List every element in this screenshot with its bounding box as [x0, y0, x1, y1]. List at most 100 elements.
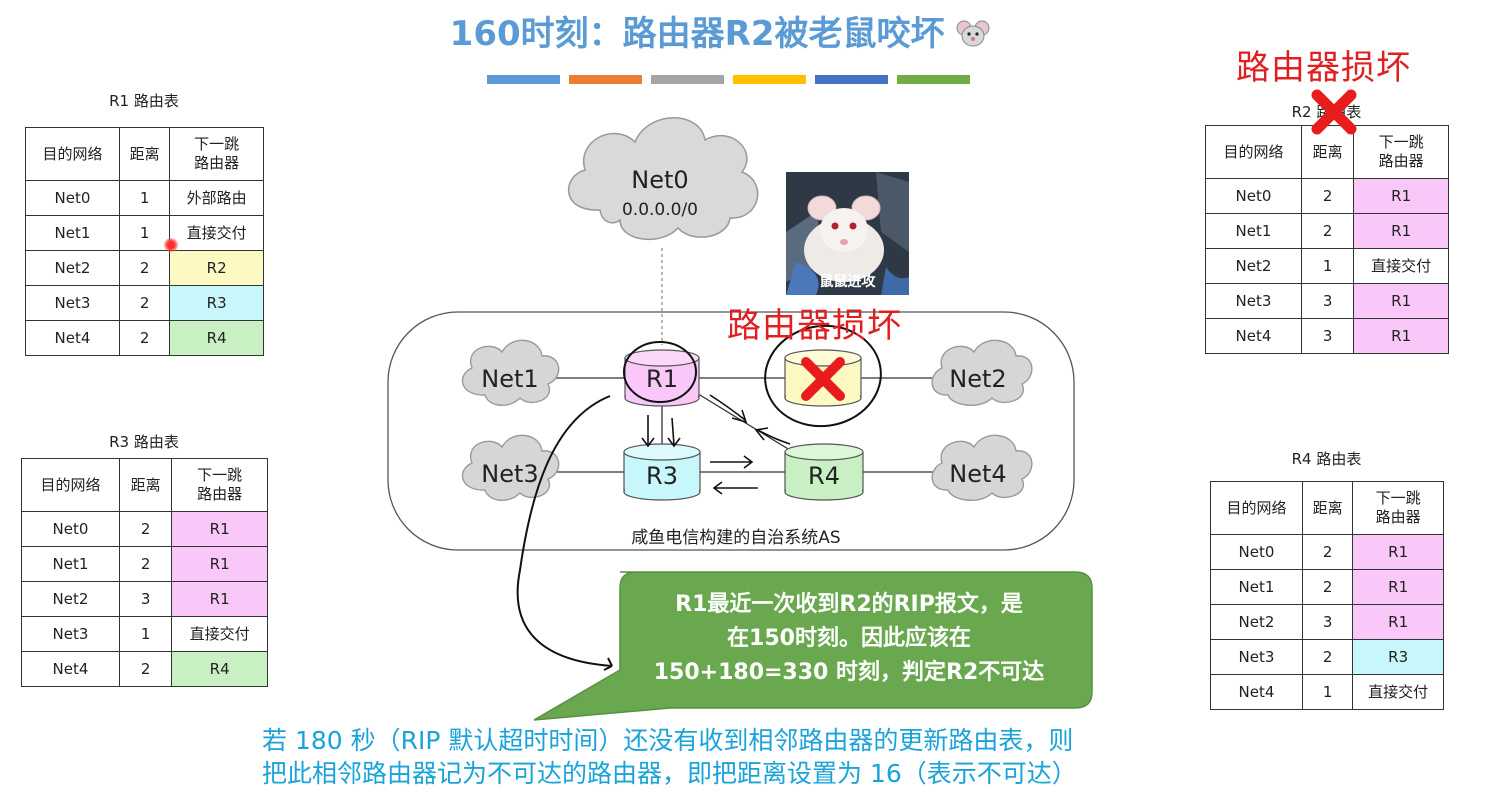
cell-dest: Net4 [1210, 674, 1303, 710]
bubble-line-2: 在150时刻。因此应该在 [727, 626, 971, 651]
cell-dest: Net3 [1210, 639, 1303, 675]
header-dest: 目的网络 [25, 127, 120, 181]
curve-to-bubble [516, 395, 613, 667]
net2-label: Net2 [949, 365, 1007, 393]
cell-dest: Net0 [1205, 178, 1302, 214]
bottom-note-line-2: 把此相邻路由器记为不可达的路由器，即把距离设置为 16（表示不可达） [262, 759, 1077, 788]
cell-dest: Net0 [21, 511, 120, 547]
r2-circle-annotation [764, 324, 882, 428]
bubble-line-1: R1最近一次收到R2的RIP报文，是 [675, 592, 1023, 617]
arrow-r3-r4 [710, 455, 754, 469]
cell-dest: Net1 [21, 546, 120, 582]
cell-dest: Net2 [21, 581, 120, 617]
cell-next: 直接交付 [1352, 674, 1444, 710]
cell-next: R1 [171, 546, 268, 582]
header-next-hop-line-2: 路由器 [1378, 152, 1424, 170]
cell-dist: 3 [118, 581, 173, 617]
cell-dist: 2 [118, 546, 173, 582]
cell-dest: Net3 [25, 285, 120, 321]
net0-label: Net0 [631, 166, 689, 194]
cell-dest: Net3 [1205, 283, 1302, 319]
header-next-hop-line-2: 路由器 [194, 154, 240, 172]
cell-next: 直接交付 [169, 215, 264, 251]
arrow-r4-r1 [754, 427, 791, 445]
r1-circle-annotation [623, 341, 697, 403]
cell-next: R1 [171, 581, 268, 617]
cell-dest: Net4 [25, 320, 120, 356]
router-r2 [784, 349, 862, 407]
header-next-hop-line-2: 路由器 [1375, 508, 1421, 526]
cell-dest: Net3 [21, 616, 120, 652]
header-dist: 距离 [1300, 125, 1355, 179]
r1-label: R1 [646, 365, 678, 393]
speech-bubble [533, 571, 1093, 721]
header-next-hop-line-2: 路由器 [197, 485, 243, 503]
bubble-line-3: 150+180=330 时刻，判定R2不可达 [653, 660, 1045, 685]
cell-dist: 1 [118, 215, 171, 251]
mouse-caption: 鼠鼠进攻 [819, 274, 876, 290]
rat-image-icon [786, 172, 909, 295]
router-r1 [624, 349, 700, 407]
cell-dist: 2 [118, 511, 173, 547]
cell-next: R1 [1353, 178, 1449, 214]
header-next-hop-line-1: 下一跳 [194, 135, 240, 153]
color-strip-segment [815, 75, 888, 84]
net3-label: Net3 [481, 460, 539, 488]
cell-dist: 2 [118, 320, 171, 356]
arrow-r1-r4 [709, 394, 748, 424]
cell-dist: 3 [1300, 283, 1355, 319]
header-dist: 距离 [1301, 481, 1354, 535]
cell-dest: Net0 [1210, 534, 1303, 570]
as-label: 咸鱼电信构建的自治系统AS [631, 528, 841, 548]
net0-cloud [568, 117, 759, 241]
header-next-hop: 下一跳路由器 [1352, 481, 1444, 535]
cell-next: R3 [1352, 639, 1444, 675]
cell-dest: Net2 [25, 250, 120, 286]
color-strip-segment [651, 75, 724, 84]
bottom-note-line-1: 若 180 秒（RIP 默认超时时间）还没有收到相邻路由器的更新路由表，则 [262, 726, 1074, 755]
cell-dist: 2 [1301, 569, 1354, 605]
link-r1-r4 [694, 391, 799, 456]
net1-label: Net1 [481, 365, 539, 393]
arrow-r1-r3-b [667, 417, 681, 448]
header-next-hop-line-1: 下一跳 [1375, 489, 1421, 507]
header-next-hop-line-1: 下一跳 [197, 466, 243, 484]
color-strip [487, 69, 979, 84]
header-dest: 目的网络 [1210, 481, 1303, 535]
laser-pointer-dot [164, 238, 178, 252]
cell-dist: 1 [1300, 248, 1355, 284]
color-strip-segment [487, 75, 560, 84]
header-dest: 目的网络 [21, 458, 120, 512]
cell-dest: Net0 [25, 180, 120, 216]
header-next-hop-line-1: 下一跳 [1378, 133, 1424, 151]
cell-dist: 3 [1300, 318, 1355, 354]
cell-dist: 2 [118, 250, 171, 286]
title-text: 160时刻：路由器R2被老鼠咬坏 [449, 14, 945, 54]
cell-dist: 2 [1300, 178, 1355, 214]
r4-label: R4 [808, 462, 840, 490]
cell-dest: Net1 [1210, 569, 1303, 605]
cell-dist: 1 [118, 616, 173, 652]
arrow-r4-r3 [712, 481, 758, 495]
arrow-r1-r3-a [641, 415, 655, 448]
header-next-hop: 下一跳路由器 [169, 127, 264, 181]
cell-dest: Net4 [1205, 318, 1302, 354]
cell-dist: 2 [1301, 534, 1354, 570]
network-diagram [387, 117, 1075, 703]
r3-table-title: R3 路由表 [109, 433, 179, 451]
mouse-face-icon [956, 20, 990, 47]
cell-next: R1 [171, 511, 268, 547]
r1-table-title: R1 路由表 [109, 92, 179, 110]
